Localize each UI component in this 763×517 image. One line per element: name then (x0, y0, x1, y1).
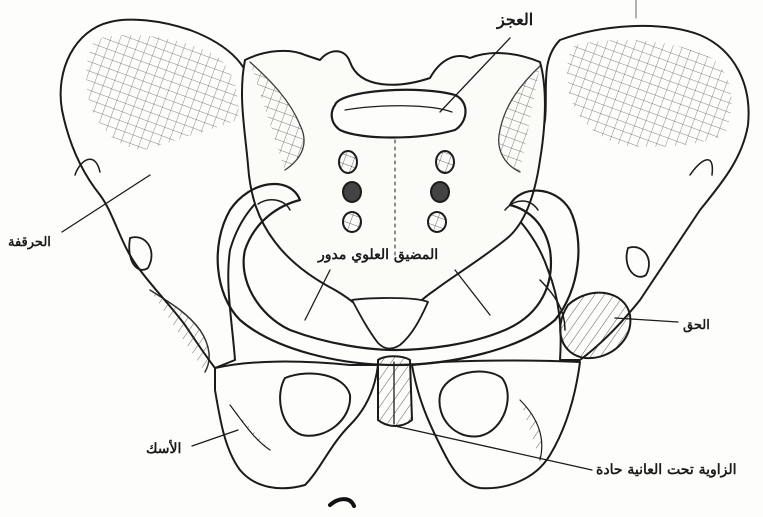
right-ilium-shading (567, 40, 731, 147)
label-pelvic-inlet: المضيق العلوي مدور (318, 248, 438, 262)
sacral-foramen (343, 212, 361, 232)
label-sacrum: العجز (497, 12, 533, 28)
sacral-foramen (431, 182, 449, 202)
leader-iliac-crest (62, 175, 150, 232)
label-ischium: الأسك (146, 442, 181, 456)
left-obturator-foramen (280, 373, 350, 435)
right-ischium (412, 361, 580, 489)
sacral-promontory (332, 90, 466, 138)
label-iliac-crest: الحرقفة (8, 236, 51, 249)
pubic-symphysis (378, 356, 412, 426)
label-acetabulum: الحق (683, 319, 710, 332)
sacral-foramen (339, 151, 357, 173)
coccyx (352, 298, 428, 349)
left-ischium (215, 362, 378, 489)
leader-inlet-right (455, 270, 490, 315)
sacral-foramen (343, 182, 361, 202)
label-subpubic-angle: الزاوية تحت العانية حادة (596, 463, 737, 477)
sacral-foramen (428, 212, 446, 232)
left-ilium-shading (86, 35, 238, 150)
sacral-foramen (436, 151, 454, 173)
right-obturator-foramen (439, 372, 507, 437)
right-acetabulum (560, 293, 630, 358)
leader-ischium (192, 430, 238, 446)
